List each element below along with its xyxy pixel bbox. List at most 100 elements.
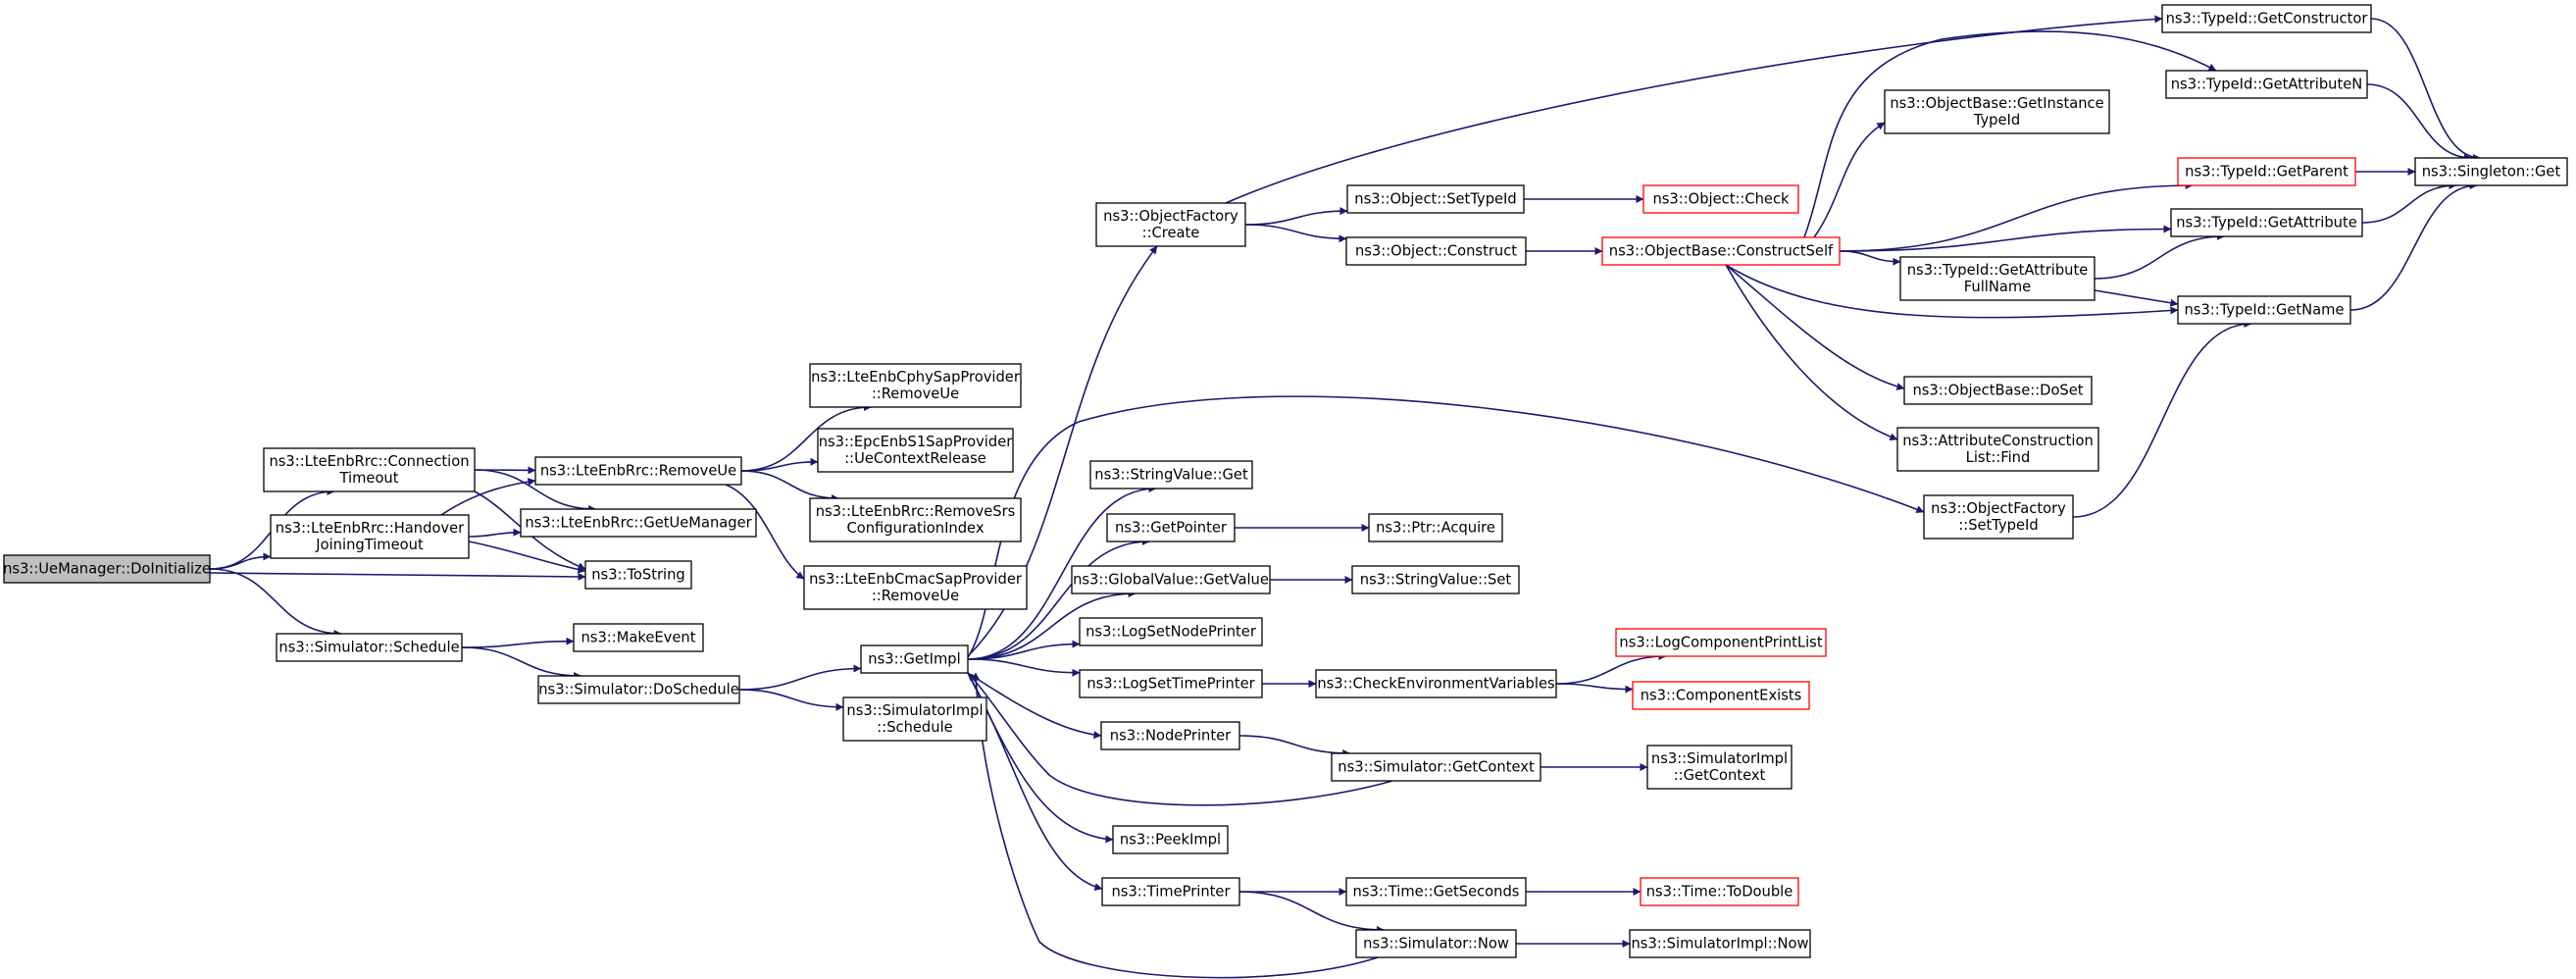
node-removeSrs[interactable]: ns3::LteEnbRrc::RemoveSrsConfigurationIn… <box>809 497 1022 542</box>
node-simGetContext[interactable]: ns3::Simulator::GetContext <box>1331 752 1541 782</box>
node-label: ns3::StringValue::Set <box>1360 572 1512 589</box>
node-objCheck[interactable]: ns3::Object::Check <box>1642 184 1799 214</box>
node-stringValueGet[interactable]: ns3::StringValue::Get <box>1089 460 1253 490</box>
node-getImpl[interactable]: ns3::GetImpl <box>860 644 969 674</box>
edge-objFactoryCreate-to-objSetTypeId <box>1244 207 1348 226</box>
node-makeEvent[interactable]: ns3::MakeEvent <box>573 623 704 652</box>
node-label: ns3::LteEnbRrc::Handover <box>276 520 465 537</box>
node-label: FullName <box>1964 279 2031 295</box>
node-box <box>537 675 740 704</box>
edge-doSchedule-to-getImpl <box>738 664 862 691</box>
node-label: ns3::TypeId::GetParent <box>2185 164 2349 180</box>
node-doSet[interactable]: ns3::ObjectBase::DoSet <box>1903 376 2093 405</box>
edge-getImpl-to-getPointer <box>967 538 1150 660</box>
node-stringValueSet[interactable]: ns3::StringValue::Set <box>1351 565 1520 594</box>
node-root[interactable]: ns3::UeManager::DoInitialize <box>3 554 211 584</box>
edge-root-to-handoverTimeout <box>209 552 272 570</box>
node-label: ns3::LteEnbRrc::RemoveSrs <box>816 503 1016 520</box>
node-objFactorySetTypeId[interactable]: ns3::ObjectFactory::SetTypeId <box>1923 494 2074 540</box>
node-getAttributeN[interactable]: ns3::TypeId::GetAttributeN <box>2165 70 2368 99</box>
node-objFactoryCreate[interactable]: ns3::ObjectFactory::Create <box>1095 202 1246 247</box>
edge-getAttribute-to-singletonGet <box>2361 181 2457 224</box>
node-removeUe[interactable]: ns3::LteEnbRrc::RemoveUe <box>534 456 742 486</box>
node-checkEnv[interactable]: ns3::CheckEnvironmentVariables <box>1315 669 1557 698</box>
node-simImplSchedule[interactable]: ns3::SimulatorImpl::Schedule <box>842 696 987 742</box>
node-label: ns3::MakeEvent <box>581 630 696 646</box>
node-singletonGet[interactable]: ns3::Singleton::Get <box>2414 157 2568 186</box>
node-box <box>276 633 463 662</box>
node-label: ns3::LteEnbRrc::Connection <box>269 453 469 470</box>
edge-getConstructor-to-singletonGet <box>2370 18 2481 162</box>
node-label: ns3::Time::ToDouble <box>1646 884 1793 901</box>
edge-getName-to-singletonGet <box>2349 181 2478 311</box>
edge-simSchedule-to-doSchedule <box>461 646 582 680</box>
node-box <box>1345 236 1527 266</box>
node-peekImpl[interactable]: ns3::PeekImpl <box>1112 825 1229 854</box>
node-box <box>1884 89 2110 134</box>
node-getPointer[interactable]: ns3::GetPointer <box>1106 513 1236 542</box>
node-box <box>1071 565 1271 594</box>
nodes-layer: ns3::UeManager::DoInitialize ns3::LteEnbR… <box>3 4 2568 958</box>
node-getUeManager[interactable]: ns3::LteEnbRrc::GetUeManager <box>520 508 757 538</box>
node-epcRelease[interactable]: ns3::EpcEnbS1SapProvider::UeContextRelea… <box>817 428 1014 473</box>
node-timeToDouble[interactable]: ns3::Time::ToDouble <box>1640 877 1799 906</box>
node-nodePrinter[interactable]: ns3::NodePrinter <box>1100 721 1240 750</box>
node-box <box>1112 825 1229 854</box>
node-logCompPrint[interactable]: ns3::LogComponentPrintList <box>1615 628 1827 657</box>
node-cmacRemove[interactable]: ns3::LteEnbCmacSapProvider::RemoveUe <box>803 565 1028 610</box>
node-label: ns3::Simulator::Schedule <box>278 640 459 656</box>
edge-simSchedule-to-makeEvent <box>461 637 575 648</box>
edge-getAttrFullName-to-getName <box>2094 289 2179 307</box>
edge-root-to-simSchedule <box>209 568 342 638</box>
edge-removeUe-to-cphyRemove <box>740 403 872 472</box>
node-box <box>1100 721 1240 750</box>
node-toString[interactable]: ns3::ToString <box>584 560 692 590</box>
node-simNow[interactable]: ns3::Simulator::Now <box>1355 929 1517 958</box>
node-box <box>1896 427 2099 472</box>
node-simImplNow[interactable]: ns3::SimulatorImpl::Now <box>1629 929 1811 958</box>
node-label: ::RemoveUe <box>872 588 959 604</box>
node-timePrinter[interactable]: ns3::TimePrinter <box>1101 877 1240 906</box>
node-label: ns3::Simulator::DoSchedule <box>538 682 739 698</box>
node-getConstructor[interactable]: ns3::TypeId::GetConstructor <box>2161 4 2372 33</box>
node-logSetTimePrinter[interactable]: ns3::LogSetTimePrinter <box>1079 669 1263 698</box>
node-doSchedule[interactable]: ns3::Simulator::DoSchedule <box>537 675 740 704</box>
node-label: ns3::GetPointer <box>1115 520 1228 537</box>
node-label: ::GetContext <box>1674 767 1766 784</box>
node-simSchedule[interactable]: ns3::Simulator::Schedule <box>276 633 463 662</box>
node-box <box>1106 513 1236 542</box>
node-compExists[interactable]: ns3::ComponentExists <box>1632 681 1810 710</box>
node-label: ns3::SimulatorImpl <box>846 702 983 719</box>
node-objConstruct[interactable]: ns3::Object::Construct <box>1345 236 1527 266</box>
node-label: ns3::ToString <box>591 567 685 584</box>
node-cphyRemove[interactable]: ns3::LteEnbCphySapProvider::RemoveUe <box>809 363 1022 408</box>
node-simImplGetContext[interactable]: ns3::SimulatorImpl::GetContext <box>1646 745 1793 790</box>
node-globalValueGet[interactable]: ns3::GlobalValue::GetValue <box>1071 565 1271 594</box>
node-label: ::UeContextRelease <box>844 450 986 467</box>
node-logSetNodePrinter[interactable]: ns3::LogSetNodePrinter <box>1079 617 1263 646</box>
edge-connTimeout-to-getUeManager <box>474 469 597 513</box>
node-ptrAcquire[interactable]: ns3::Ptr::Acquire <box>1368 513 1503 542</box>
node-box <box>1315 669 1557 698</box>
node-box <box>1101 877 1240 906</box>
edge-objFactoryCreate-to-objConstruct <box>1244 224 1347 243</box>
edge-getImpl-to-stringValueGet <box>967 485 1157 660</box>
edge-getAttrFullName-to-getAttribute <box>2094 232 2225 280</box>
node-label: ns3::Time::GetSeconds <box>1353 884 1520 901</box>
node-getParent[interactable]: ns3::TypeId::GetParent <box>2177 157 2356 186</box>
node-label: ns3::ObjectFactory <box>1931 500 2066 517</box>
edge-root-to-toString <box>209 572 586 581</box>
node-box <box>803 565 1028 610</box>
node-timeGetSeconds[interactable]: ns3::Time::GetSeconds <box>1345 877 1527 906</box>
node-constructSelf[interactable]: ns3::ObjectBase::ConstructSelf <box>1601 236 1841 266</box>
node-label: ConfigurationIndex <box>846 520 984 537</box>
node-label: ns3::Singleton::Get <box>2422 164 2561 180</box>
node-objSetTypeId[interactable]: ns3::Object::SetTypeId <box>1346 184 1525 214</box>
node-getName[interactable]: ns3::TypeId::GetName <box>2177 295 2351 325</box>
node-getAttribute[interactable]: ns3::TypeId::GetAttribute <box>2170 208 2363 237</box>
